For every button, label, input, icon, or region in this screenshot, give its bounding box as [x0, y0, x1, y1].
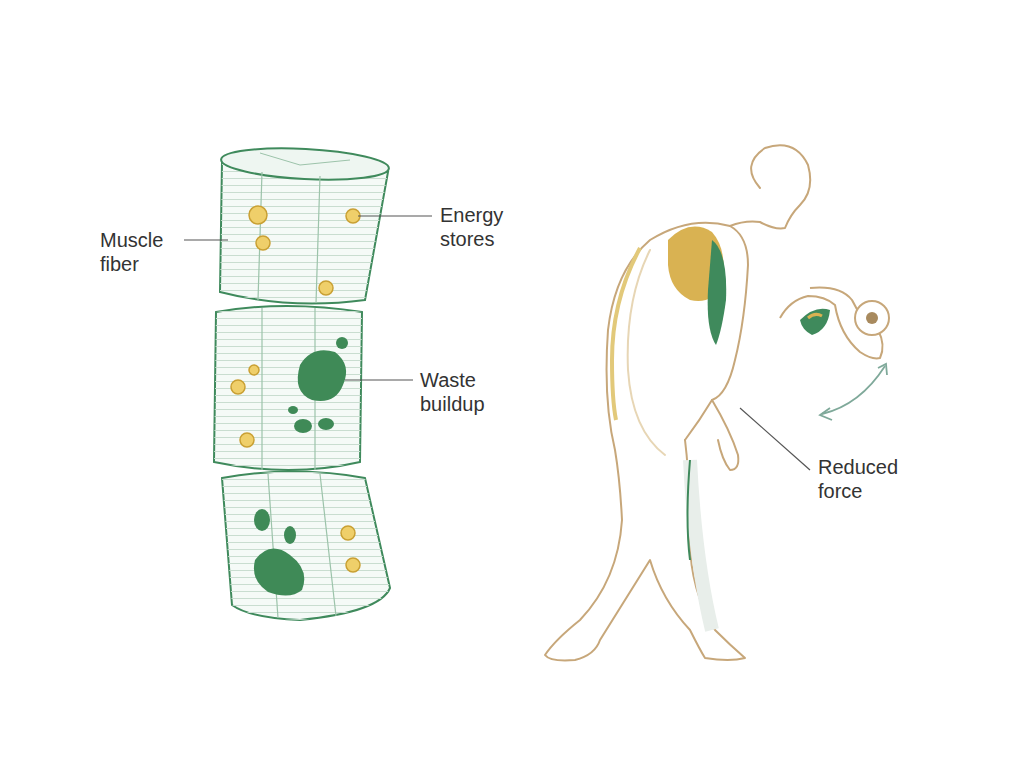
callout-label: Energy stores — [440, 203, 536, 251]
callout-label: Reduced force — [818, 455, 914, 503]
leader-line — [358, 215, 432, 216]
curling-arm — [780, 288, 889, 359]
leg-shade — [690, 460, 712, 630]
arrow-head — [820, 364, 887, 420]
leader-line — [740, 408, 810, 470]
back-highlight — [612, 248, 640, 420]
leg-outline — [688, 460, 691, 560]
motion-arrow — [822, 366, 885, 414]
callout-label: Waste buildup — [420, 368, 516, 416]
leader-line — [184, 239, 228, 240]
fiber-segment — [214, 306, 362, 470]
fiber-segment — [222, 472, 390, 621]
leader-line — [345, 379, 413, 380]
fiber-segment — [220, 145, 390, 304]
fatigued-person — [545, 145, 810, 660]
callout-label: Muscle fiber — [100, 228, 196, 276]
arm-muscle — [708, 240, 727, 345]
